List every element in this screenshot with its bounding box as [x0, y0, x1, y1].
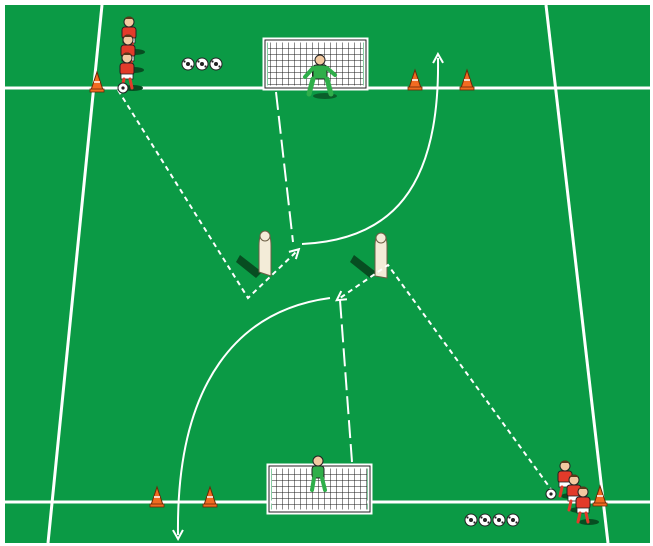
- football: [210, 58, 222, 70]
- football: [507, 514, 519, 526]
- start-ball-bottom: [546, 489, 556, 499]
- start-ball-top: [118, 83, 128, 93]
- football: [196, 58, 208, 70]
- top-goal: [265, 40, 366, 88]
- football: [182, 58, 194, 70]
- ball-pile-top: [182, 58, 222, 70]
- football: [479, 514, 491, 526]
- football: [465, 514, 477, 526]
- football: [493, 514, 505, 526]
